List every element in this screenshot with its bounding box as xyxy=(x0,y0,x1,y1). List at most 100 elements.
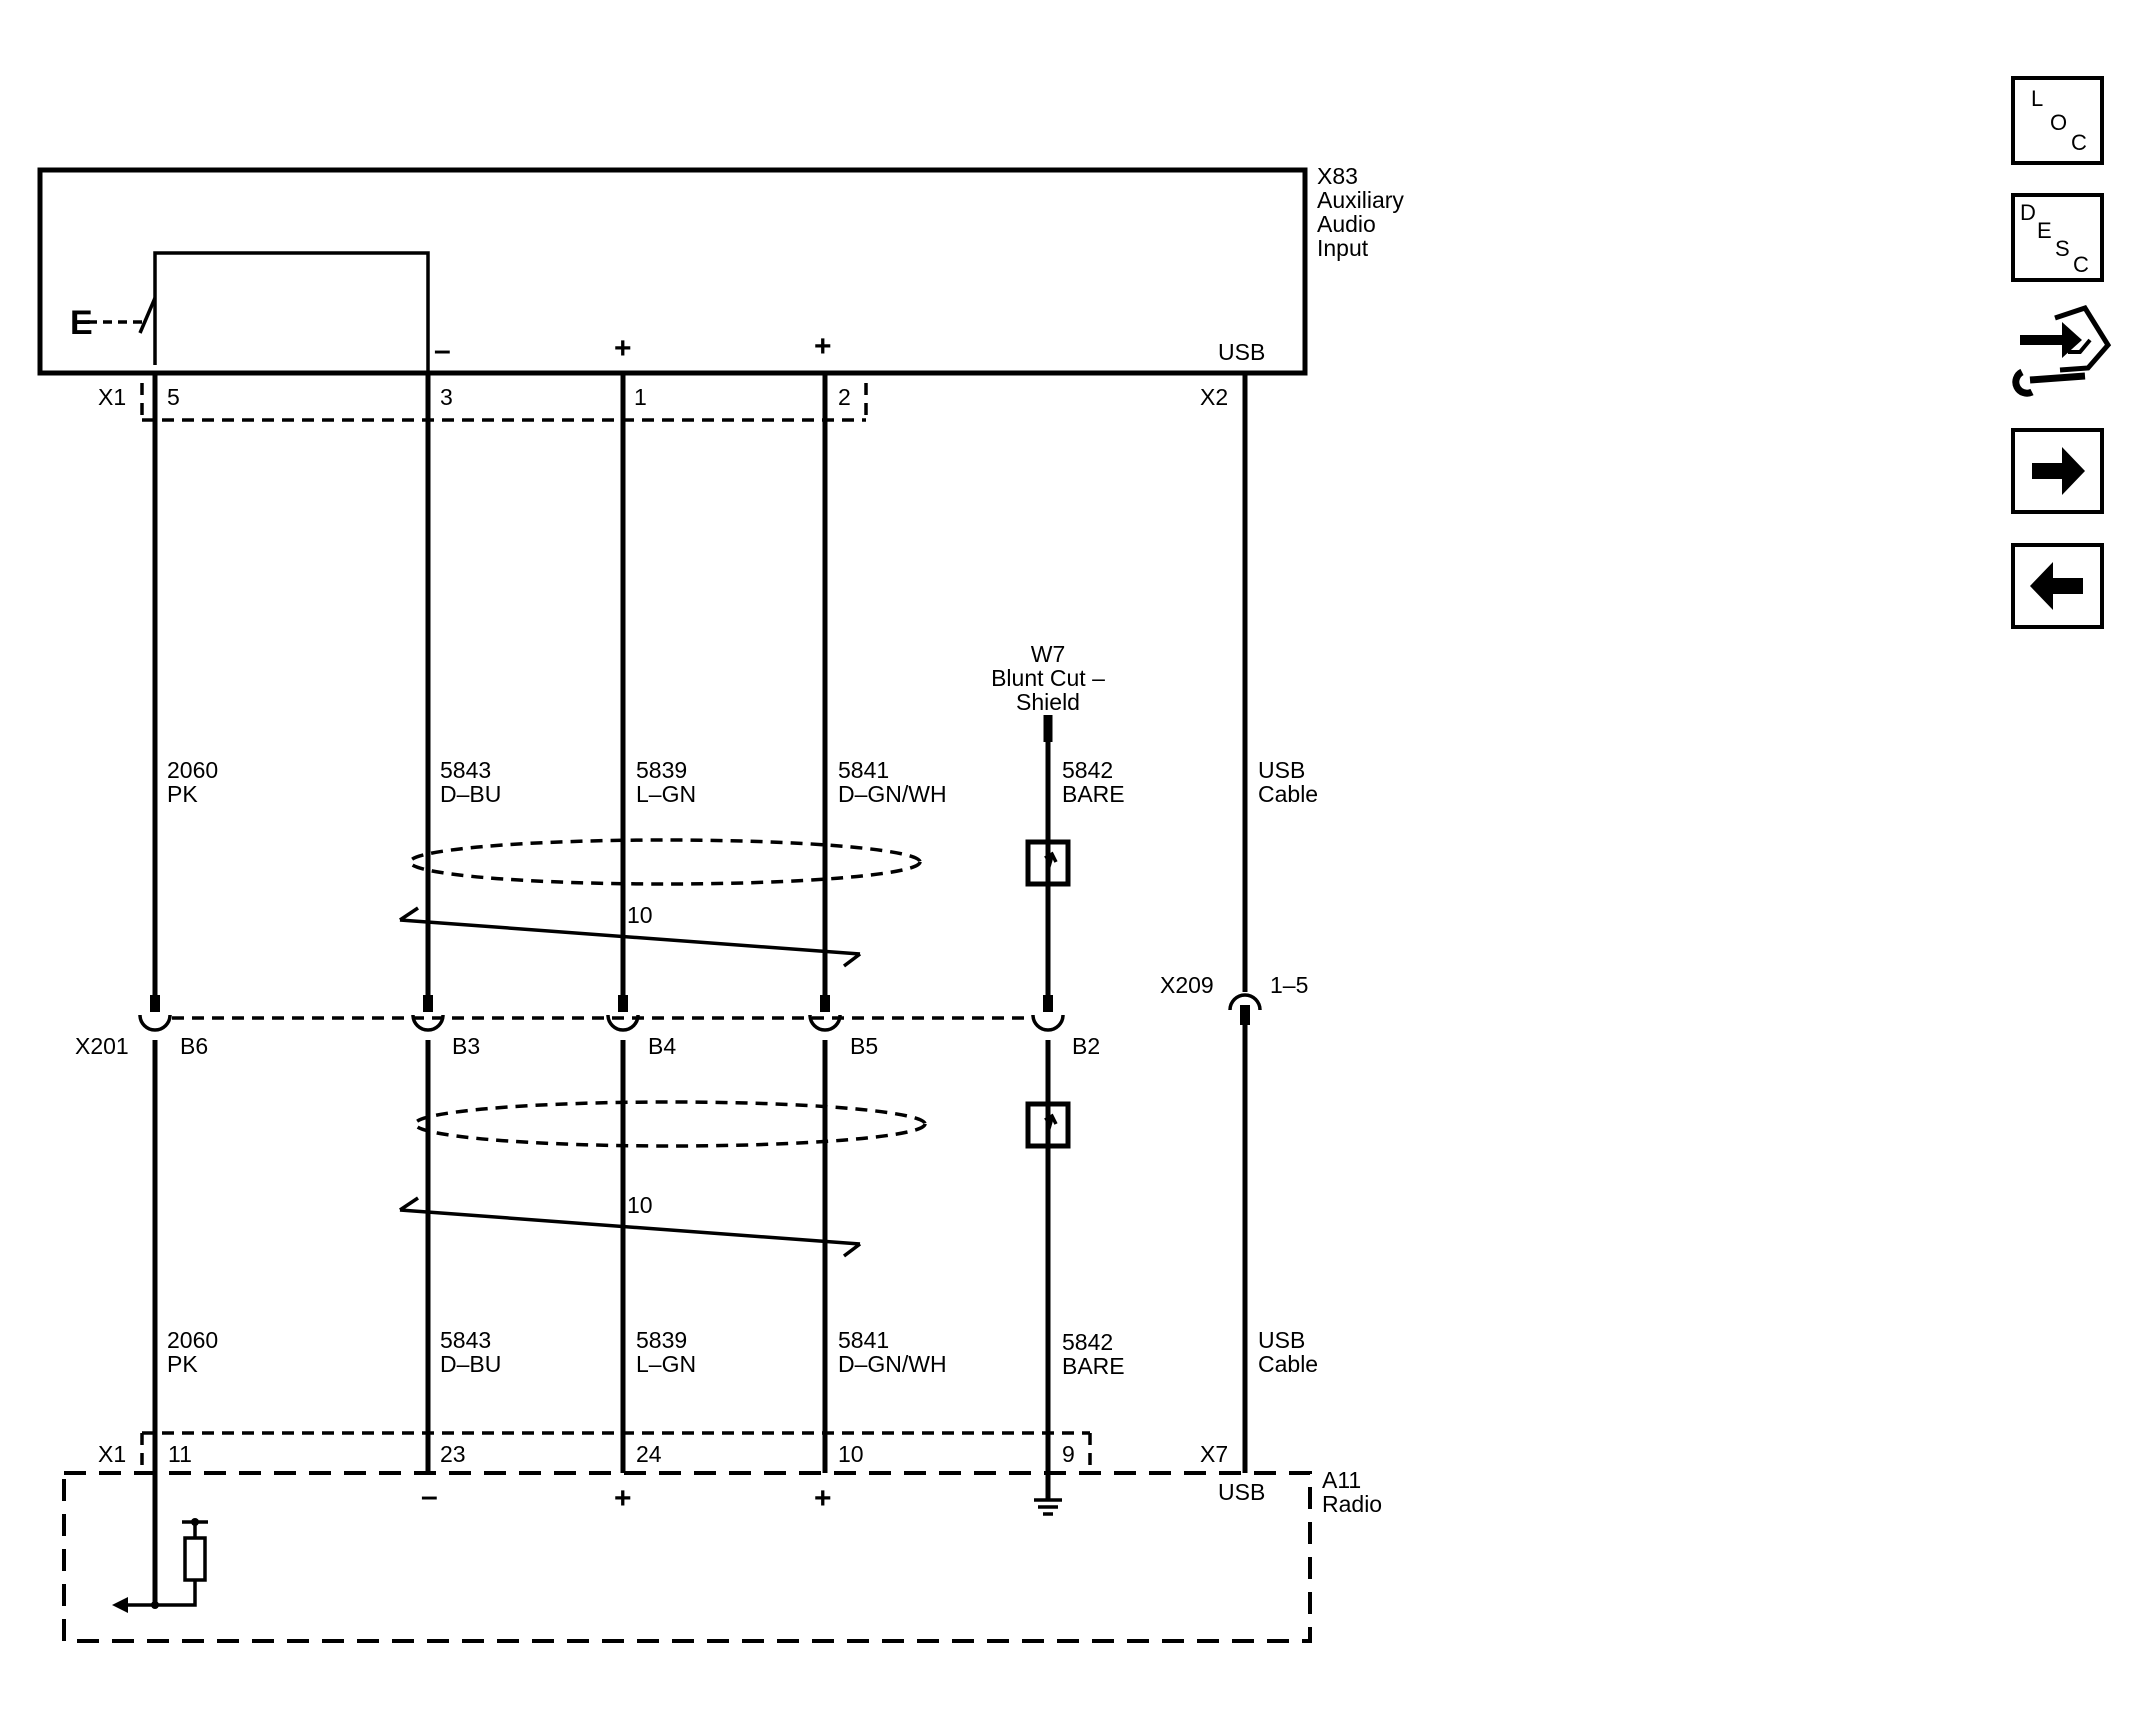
pin-bottom-dbu: 23 xyxy=(440,1441,466,1467)
color-upper-usb: Cable xyxy=(1258,781,1318,807)
loc-button[interactable]: L O C xyxy=(2011,76,2104,165)
loc-o: O xyxy=(2050,110,2067,135)
circuit-upper-lgn: 5839 xyxy=(636,757,687,783)
radio-module-name-1: A11 xyxy=(1322,1467,1361,1493)
desc-c: C xyxy=(2073,252,2089,277)
circuit-lower-bare: 5842 xyxy=(1062,1329,1113,1355)
x201-terminal-dgnwh xyxy=(808,995,842,1032)
color-upper-pink: PK xyxy=(167,781,198,807)
shield-desc-1: Blunt Cut – xyxy=(991,665,1105,691)
pin-top-pink: 5 xyxy=(167,384,180,410)
color-upper-bare: BARE xyxy=(1062,781,1125,807)
lower-shield xyxy=(413,1100,1071,1149)
ground-icon xyxy=(1034,1498,1062,1516)
radio-connector-x1: X1 11 23 24 10 9 xyxy=(98,1431,1092,1473)
pin-top-dgnwh: 2 xyxy=(838,384,851,410)
radio-pol-lgn: + xyxy=(614,1482,632,1515)
wire-labels-lower: 2060 PK 5843 D–BU 5839 L–GN 5841 D–GN/WH… xyxy=(167,1327,1318,1379)
loc-l: L xyxy=(2031,86,2043,111)
aux-module-name-1: X83 xyxy=(1317,163,1358,189)
circuit-upper-usb: USB xyxy=(1258,757,1305,783)
x209-label: X209 xyxy=(1160,972,1214,998)
desc-s: S xyxy=(2055,236,2070,261)
aux-module-name-2: Auxiliary xyxy=(1317,187,1404,213)
x209-pins: 1–5 xyxy=(1270,972,1308,998)
desc-button[interactable]: D E S C xyxy=(2011,193,2104,282)
color-upper-dbu: D–BU xyxy=(440,781,501,807)
aux-x2-label: X2 xyxy=(1200,384,1228,410)
aux-pol-lgn: + xyxy=(614,332,632,365)
twist-lower-count: 10 xyxy=(627,1192,653,1218)
radio-module-box xyxy=(62,1471,1312,1643)
shield-w7-label: W7 Blunt Cut – Shield xyxy=(991,641,1105,715)
color-upper-dgnwh: D–GN/WH xyxy=(838,781,947,807)
shield-ref: W7 xyxy=(1031,641,1066,667)
color-lower-bare: BARE xyxy=(1062,1353,1125,1379)
connector-x201: X201 B6 B3 B4 B5 B2 xyxy=(75,995,1100,1059)
aux-detect-switch: E xyxy=(70,251,430,373)
color-lower-pink: PK xyxy=(167,1351,198,1377)
circuit-upper-dbu: 5843 xyxy=(440,757,491,783)
x201-pin-dbu: B3 xyxy=(452,1033,480,1059)
aux-pol-dbu: – xyxy=(434,334,451,367)
upper-twist: 10 xyxy=(399,902,862,968)
desc-d: D xyxy=(2020,200,2036,225)
lower-twist: 10 xyxy=(399,1192,862,1258)
circuit-lower-lgn: 5839 xyxy=(636,1327,687,1353)
radio-usb-label: USB xyxy=(1218,1479,1265,1505)
desc-e: E xyxy=(2037,218,2052,243)
radio-internal-circuit xyxy=(112,1518,208,1613)
pin-top-dbu: 3 xyxy=(440,384,453,410)
color-lower-lgn: L–GN xyxy=(636,1351,696,1377)
aux-connector-x1: X1 5 3 1 2 xyxy=(98,383,868,422)
x201-pin-lgn: B4 xyxy=(648,1033,676,1059)
pin-bottom-bare: 9 xyxy=(1062,1441,1075,1467)
wire-labels-upper: 2060 PK 5843 D–BU 5839 L–GN 5841 D–GN/WH… xyxy=(167,757,1318,807)
circuit-lower-dgnwh: 5841 xyxy=(838,1327,889,1353)
x201-terminal-bare xyxy=(1031,995,1065,1032)
color-lower-usb: Cable xyxy=(1258,1351,1318,1377)
x201-pin-bare: B2 xyxy=(1072,1033,1100,1059)
x201-terminal-dbu xyxy=(411,995,445,1032)
pin-bottom-pink: 11 xyxy=(168,1441,192,1467)
upper-shield xyxy=(408,838,1071,887)
aux-audio-module: X83 Auxiliary Audio Input USB E – + + xyxy=(37,163,1404,376)
circuit-upper-dgnwh: 5841 xyxy=(838,757,889,783)
aux-module-name-3: Audio xyxy=(1317,211,1376,237)
radio-module: A11 Radio USB – + + xyxy=(62,1467,1382,1643)
aux-module-box xyxy=(37,167,1308,376)
x201-terminal-pink xyxy=(138,995,172,1032)
twist-upper-count: 10 xyxy=(627,902,653,928)
pin-bottom-lgn: 24 xyxy=(636,1441,662,1467)
pin-top-lgn: 1 xyxy=(634,384,647,410)
nav-panel: L O C D E S C xyxy=(2011,76,2112,629)
wires xyxy=(152,373,1248,1605)
connector-end-view-icon[interactable] xyxy=(2012,305,2112,397)
aux-usb-label: USB xyxy=(1218,339,1265,365)
next-arrow-icon[interactable] xyxy=(2011,428,2104,514)
x201-terminal-lgn xyxy=(606,995,640,1032)
circuit-upper-pink: 2060 xyxy=(167,757,218,783)
aux-x1-label: X1 xyxy=(98,384,126,410)
circuit-lower-usb: USB xyxy=(1258,1327,1305,1353)
shield-desc-2: Shield xyxy=(1016,689,1080,715)
circuit-lower-pink: 2060 xyxy=(167,1327,218,1353)
radio-x1-label: X1 xyxy=(98,1441,126,1467)
previous-arrow-icon[interactable] xyxy=(2011,543,2104,629)
connector-x209: X209 1–5 xyxy=(1160,972,1308,1025)
x201-label: X201 xyxy=(75,1033,129,1059)
aux-pol-dgnwh: + xyxy=(814,330,832,363)
circuit-upper-bare: 5842 xyxy=(1062,757,1113,783)
aux-module-name-4: Input xyxy=(1317,235,1369,261)
switch-e-label: E xyxy=(70,304,93,342)
radio-x7-label: X7 xyxy=(1200,1441,1228,1467)
color-upper-lgn: L–GN xyxy=(636,781,696,807)
radio-module-name-2: Radio xyxy=(1322,1491,1382,1517)
x201-pin-pink: B6 xyxy=(180,1033,208,1059)
pin-bottom-dgnwh: 10 xyxy=(838,1441,864,1467)
radio-pol-dbu: – xyxy=(421,1480,438,1513)
loc-c: C xyxy=(2071,130,2087,155)
color-lower-dgnwh: D–GN/WH xyxy=(838,1351,947,1377)
x201-pin-dgnwh: B5 xyxy=(850,1033,878,1059)
